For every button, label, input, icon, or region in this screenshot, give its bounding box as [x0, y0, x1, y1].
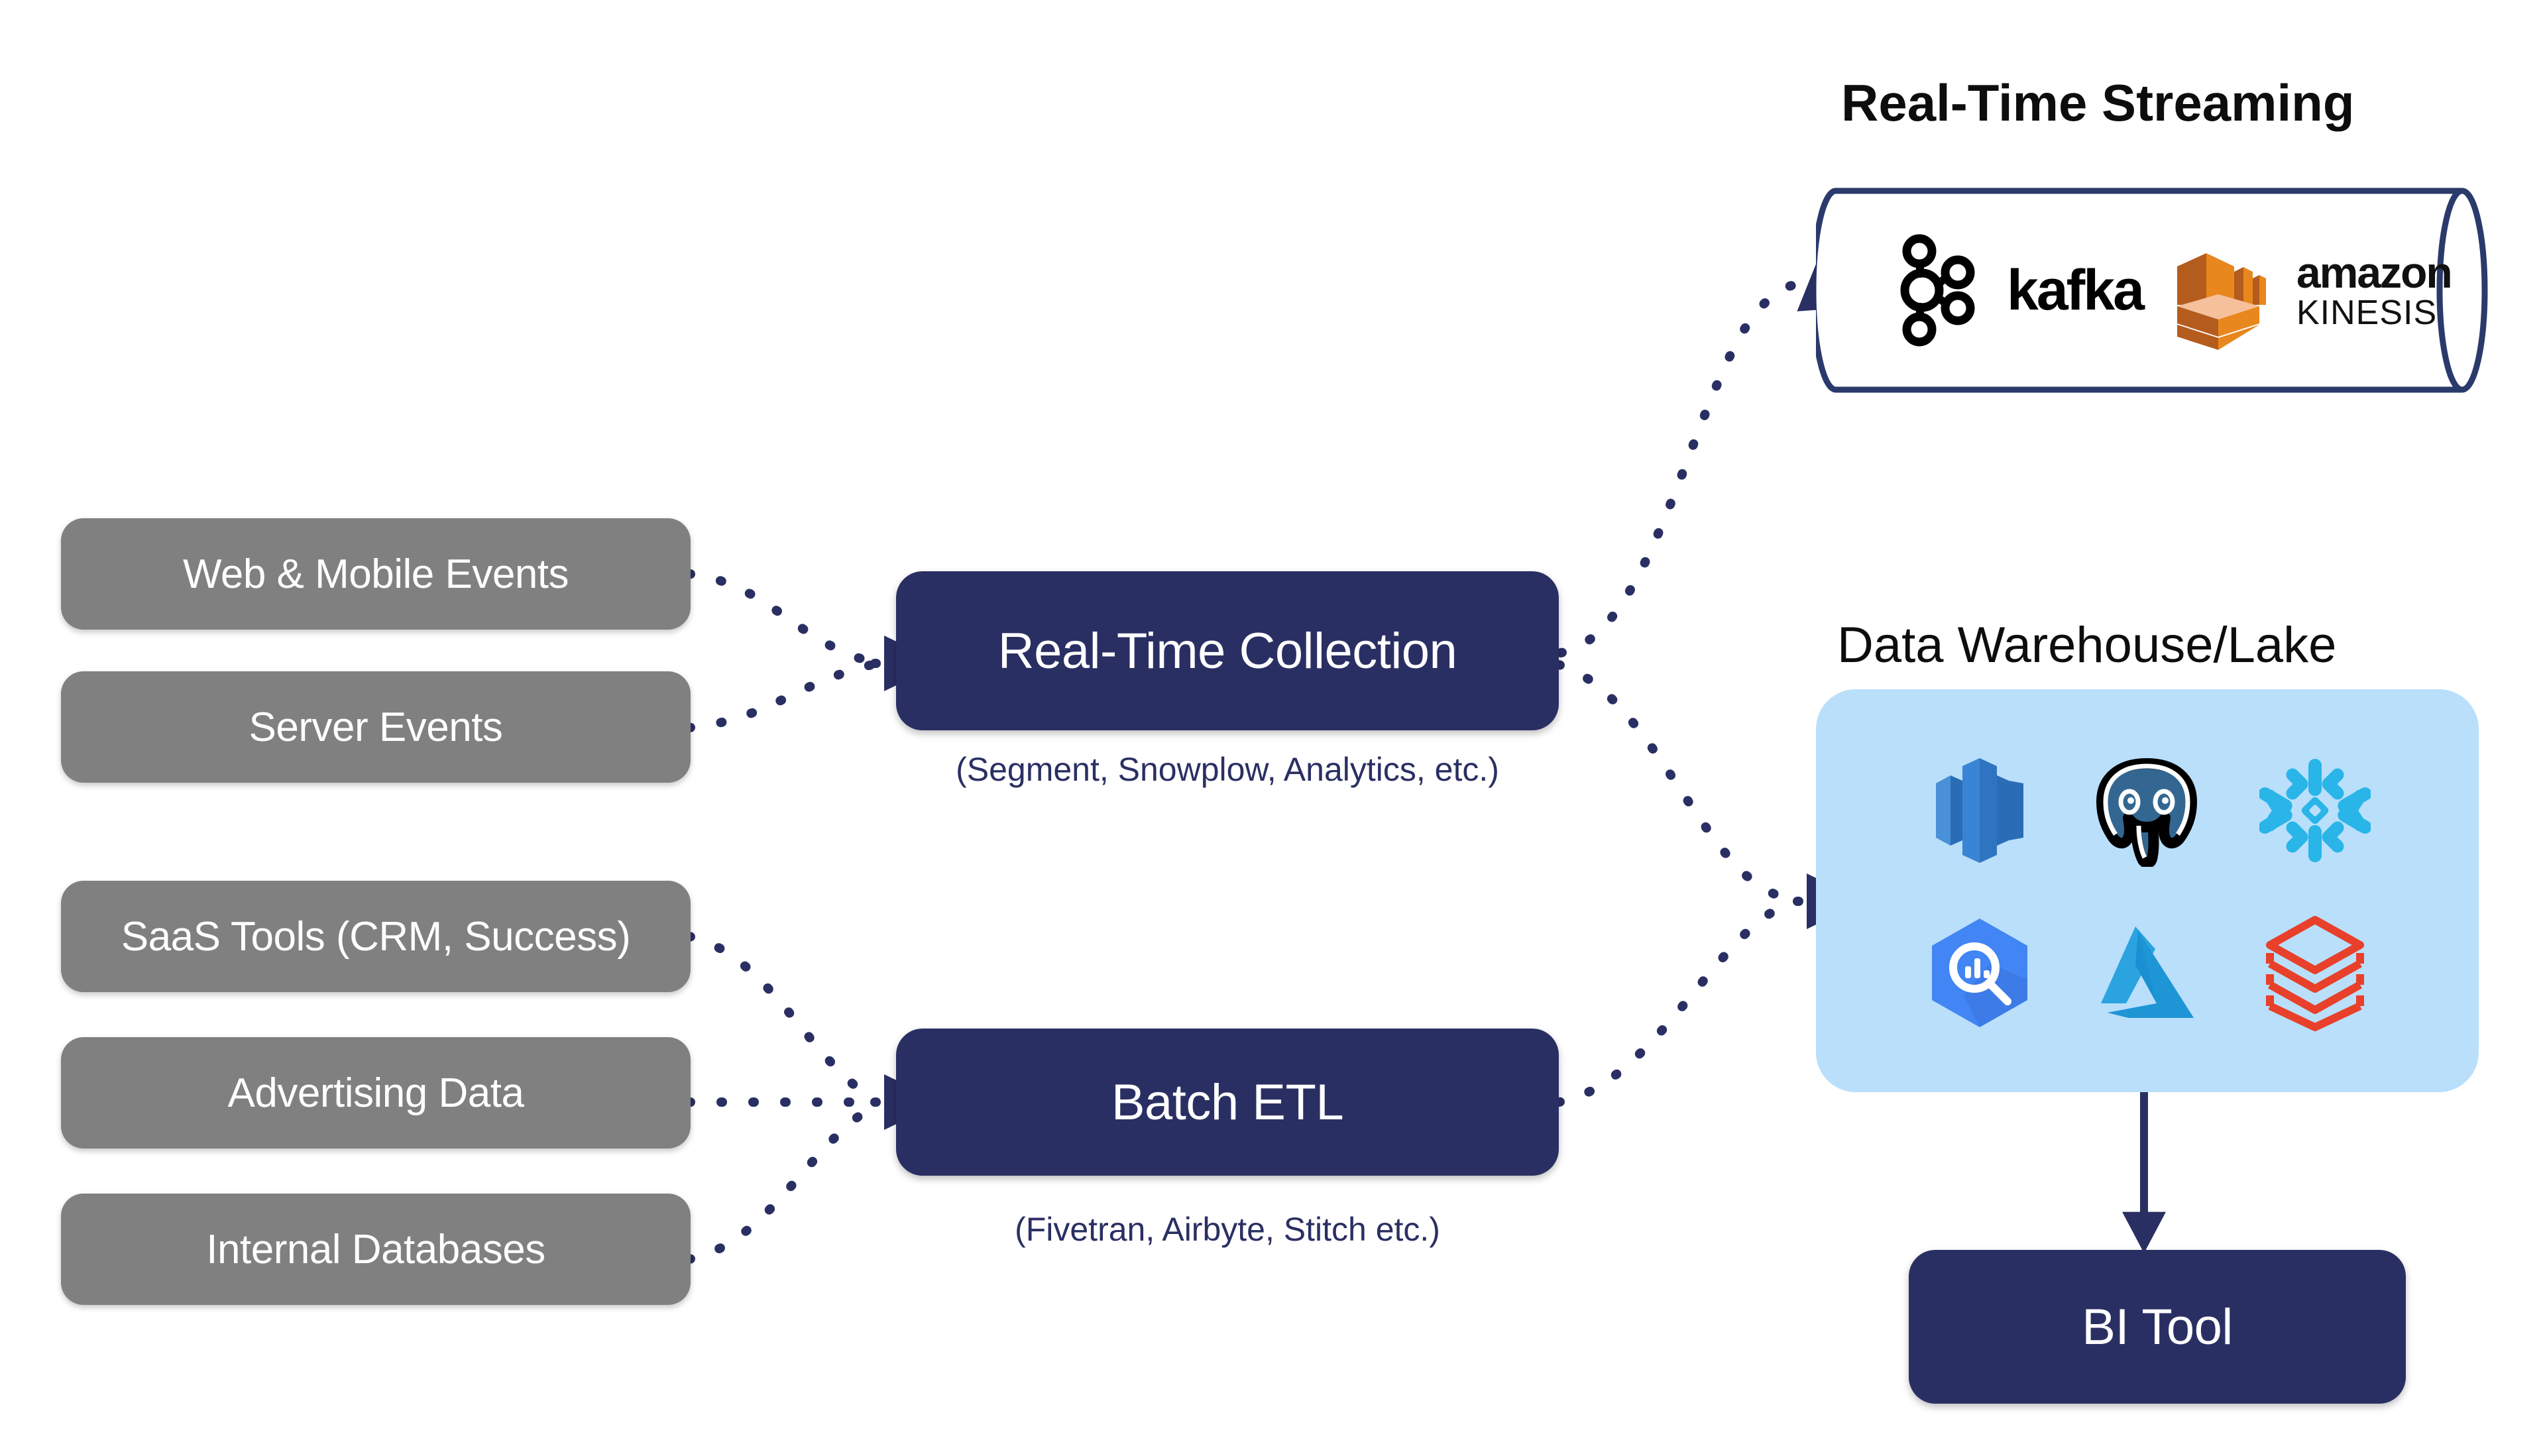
kinesis-amazon-text: amazon — [2296, 248, 2453, 297]
connector-internal-databases-to-batch-etl — [685, 1101, 879, 1264]
warehouse-logo-grid — [1895, 729, 2399, 1054]
snowflake-icon — [2259, 758, 2371, 862]
source-box-advertising-data[interactable]: Advertising Data — [61, 1037, 691, 1148]
warehouse-logo-cell-postgresql — [2063, 729, 2231, 891]
process-caption-realtime-collection: (Segment, Snowplow, Analytics, etc.) — [956, 751, 1499, 788]
source-box-server-events[interactable]: Server Events — [61, 671, 691, 783]
streaming-cylinder-shape — [1816, 188, 2488, 393]
postgresql-icon — [2096, 757, 2198, 867]
databricks-icon — [2266, 915, 2365, 1031]
warehouse-logo-cell-snowflake — [2232, 729, 2399, 891]
source-label: Internal Databases — [206, 1226, 545, 1272]
connector-realtime-collection-to-streaming — [1556, 259, 1861, 657]
warehouse-logo-cell-azure — [2063, 891, 2231, 1054]
amazon-kinesis-wordmark: amazon KINESIS — [2296, 248, 2453, 332]
warehouse-logo-cell-databricks — [2232, 891, 2399, 1054]
google-bigquery-icon — [1931, 918, 2027, 1027]
source-label: SaaS Tools (CRM, Success) — [121, 913, 631, 960]
source-box-internal-databases[interactable]: Internal Databases — [61, 1194, 691, 1305]
output-box-bi-tool[interactable]: BI Tool — [1909, 1250, 2406, 1404]
connector-realtime-collection-to-warehouse — [1554, 660, 1802, 906]
source-label: Advertising Data — [227, 1070, 524, 1116]
amazon-redshift-icon — [1935, 757, 2023, 863]
connector-saas-tools-to-batch-etl — [685, 932, 879, 1105]
amazon-kinesis-icon — [2177, 253, 2266, 350]
connector-batch-etl-to-warehouse — [1554, 897, 1802, 1107]
process-box-realtime-collection[interactable]: Real-Time Collection — [896, 571, 1559, 730]
heading-real-time-streaming: Real-Time Streaming — [1841, 74, 2355, 132]
output-label: BI Tool — [2082, 1298, 2233, 1355]
source-box-saas-tools[interactable]: SaaS Tools (CRM, Success) — [61, 881, 691, 992]
process-caption-batch-etl: (Fivetran, Airbyte, Stitch etc.) — [1015, 1211, 1440, 1248]
source-label: Server Events — [249, 704, 503, 750]
kinesis-kinesis-text: KINESIS — [2296, 294, 2438, 332]
process-box-batch-etl[interactable]: Batch ETL — [896, 1029, 1559, 1176]
microsoft-azure-icon — [2100, 926, 2194, 1018]
warehouse-panel[interactable] — [1816, 689, 2479, 1092]
process-label: Batch ETL — [1111, 1074, 1344, 1131]
heading-data-warehouse-lake: Data Warehouse/Lake — [1837, 617, 2337, 673]
source-label: Web & Mobile Events — [182, 551, 569, 597]
streaming-logo-row: kafka amazon KINESIS — [1899, 231, 2453, 350]
kafka-wordmark: kafka — [2007, 258, 2145, 322]
process-label: Real-Time Collection — [997, 622, 1457, 679]
connector-server-events-to-realtime — [685, 659, 879, 732]
warehouse-logo-cell-redshift — [1895, 729, 2063, 891]
connector-web-mobile-to-realtime — [685, 569, 879, 667]
kafka-icon — [1900, 234, 1975, 347]
source-box-web-mobile-events[interactable]: Web & Mobile Events — [61, 518, 691, 630]
warehouse-logo-cell-bigquery — [1895, 891, 2063, 1054]
